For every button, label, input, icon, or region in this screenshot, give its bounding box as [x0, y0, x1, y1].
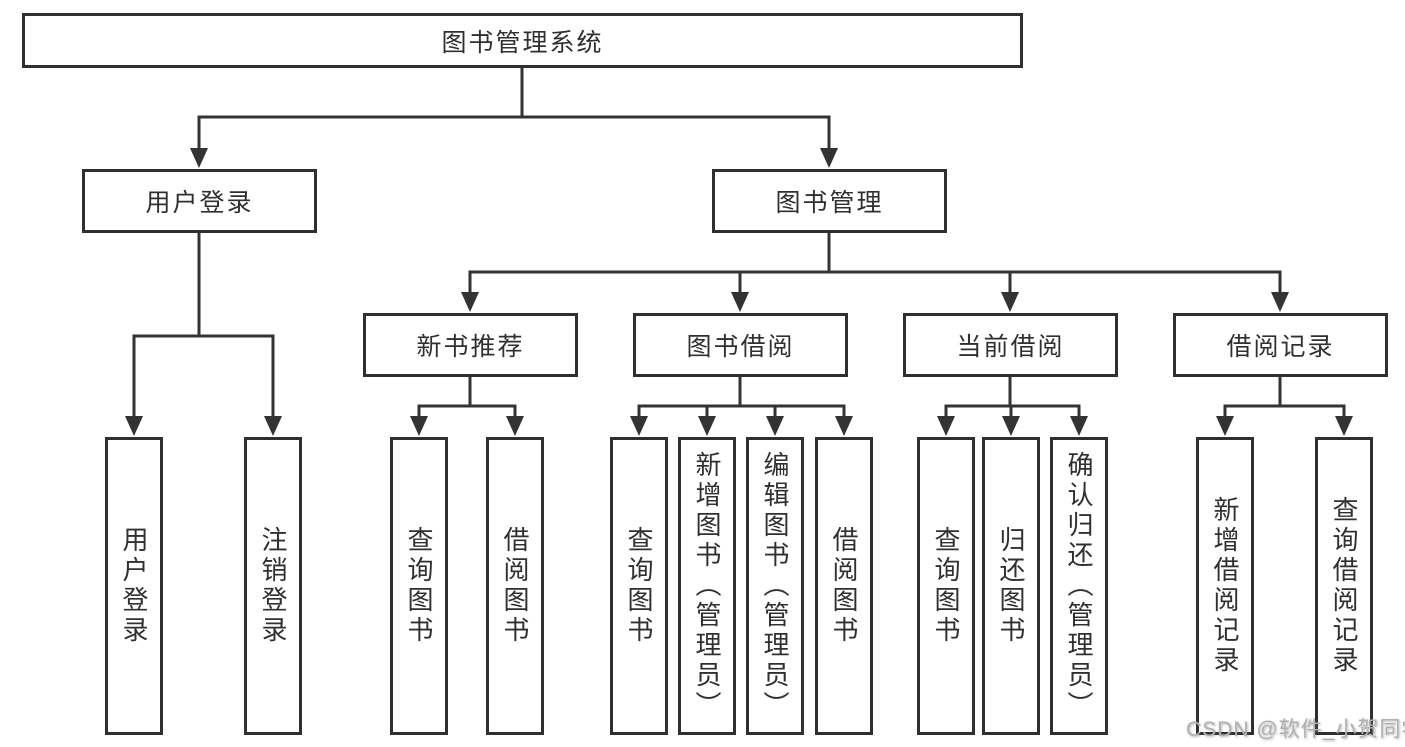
node-library-management-system: 图书管理系统 [22, 13, 1023, 68]
leaf-borrow-books-recommend: 借阅图书 [486, 437, 544, 735]
node-new-book-recommend: 新书推荐 [363, 313, 578, 377]
leaf-query-books-current: 查询图书 [917, 437, 975, 735]
leaf-return-book: 归还图书 [982, 437, 1040, 735]
arrowheads [125, 148, 1353, 436]
node-book-borrow: 图书借阅 [633, 313, 848, 377]
leaf-add-borrow-record: 新增借阅记录 [1196, 437, 1254, 735]
node-book-management: 图书管理 [712, 169, 947, 233]
leaf-logout: 注销登录 [244, 437, 302, 735]
leaf-add-book-admin: 新增图书（管理员） [678, 437, 736, 735]
leaf-confirm-return-admin: 确认归还（管理员） [1050, 437, 1108, 735]
csdn-watermark: CSDN @软件_小贺同学 [1186, 718, 1405, 741]
leaf-query-books-borrow: 查询图书 [610, 437, 668, 735]
node-user-login: 用户登录 [82, 169, 317, 233]
leaf-query-borrow-record: 查询借阅记录 [1315, 437, 1373, 735]
leaf-user-login: 用户登录 [105, 437, 163, 735]
leaf-edit-book-admin: 编辑图书（管理员） [746, 437, 804, 735]
leaf-query-books-recommend: 查询图书 [390, 437, 448, 735]
leaf-borrow-books: 借阅图书 [815, 437, 873, 735]
node-borrow-records: 借阅记录 [1173, 313, 1388, 377]
node-current-borrow: 当前借阅 [903, 313, 1118, 377]
